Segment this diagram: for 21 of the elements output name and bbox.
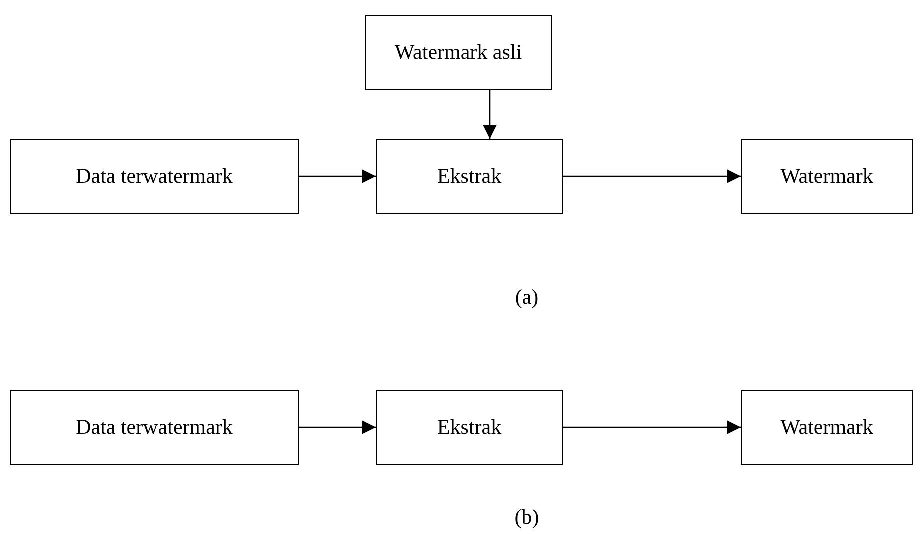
process-box (741, 139, 913, 214)
arrow (299, 420, 376, 434)
box-label: Data terwatermark (76, 415, 233, 440)
process-box (10, 139, 299, 214)
box-label: Watermark (780, 164, 874, 189)
arrow (483, 90, 497, 139)
arrow (299, 170, 376, 184)
box-label: Ekstrak (437, 415, 502, 440)
process-box (741, 390, 913, 465)
panel-label: (b) (514, 505, 540, 530)
box-label: Watermark asli (394, 40, 522, 65)
arrow (563, 170, 741, 184)
process-box (376, 139, 563, 214)
arrow (563, 420, 741, 434)
box-label: Data terwatermark (76, 164, 233, 189)
process-box (376, 390, 563, 465)
box-label: Watermark (780, 415, 874, 440)
process-box (10, 390, 299, 465)
process-box (365, 15, 552, 90)
panel-label: (a) (515, 285, 539, 310)
box-label: Ekstrak (437, 164, 502, 189)
